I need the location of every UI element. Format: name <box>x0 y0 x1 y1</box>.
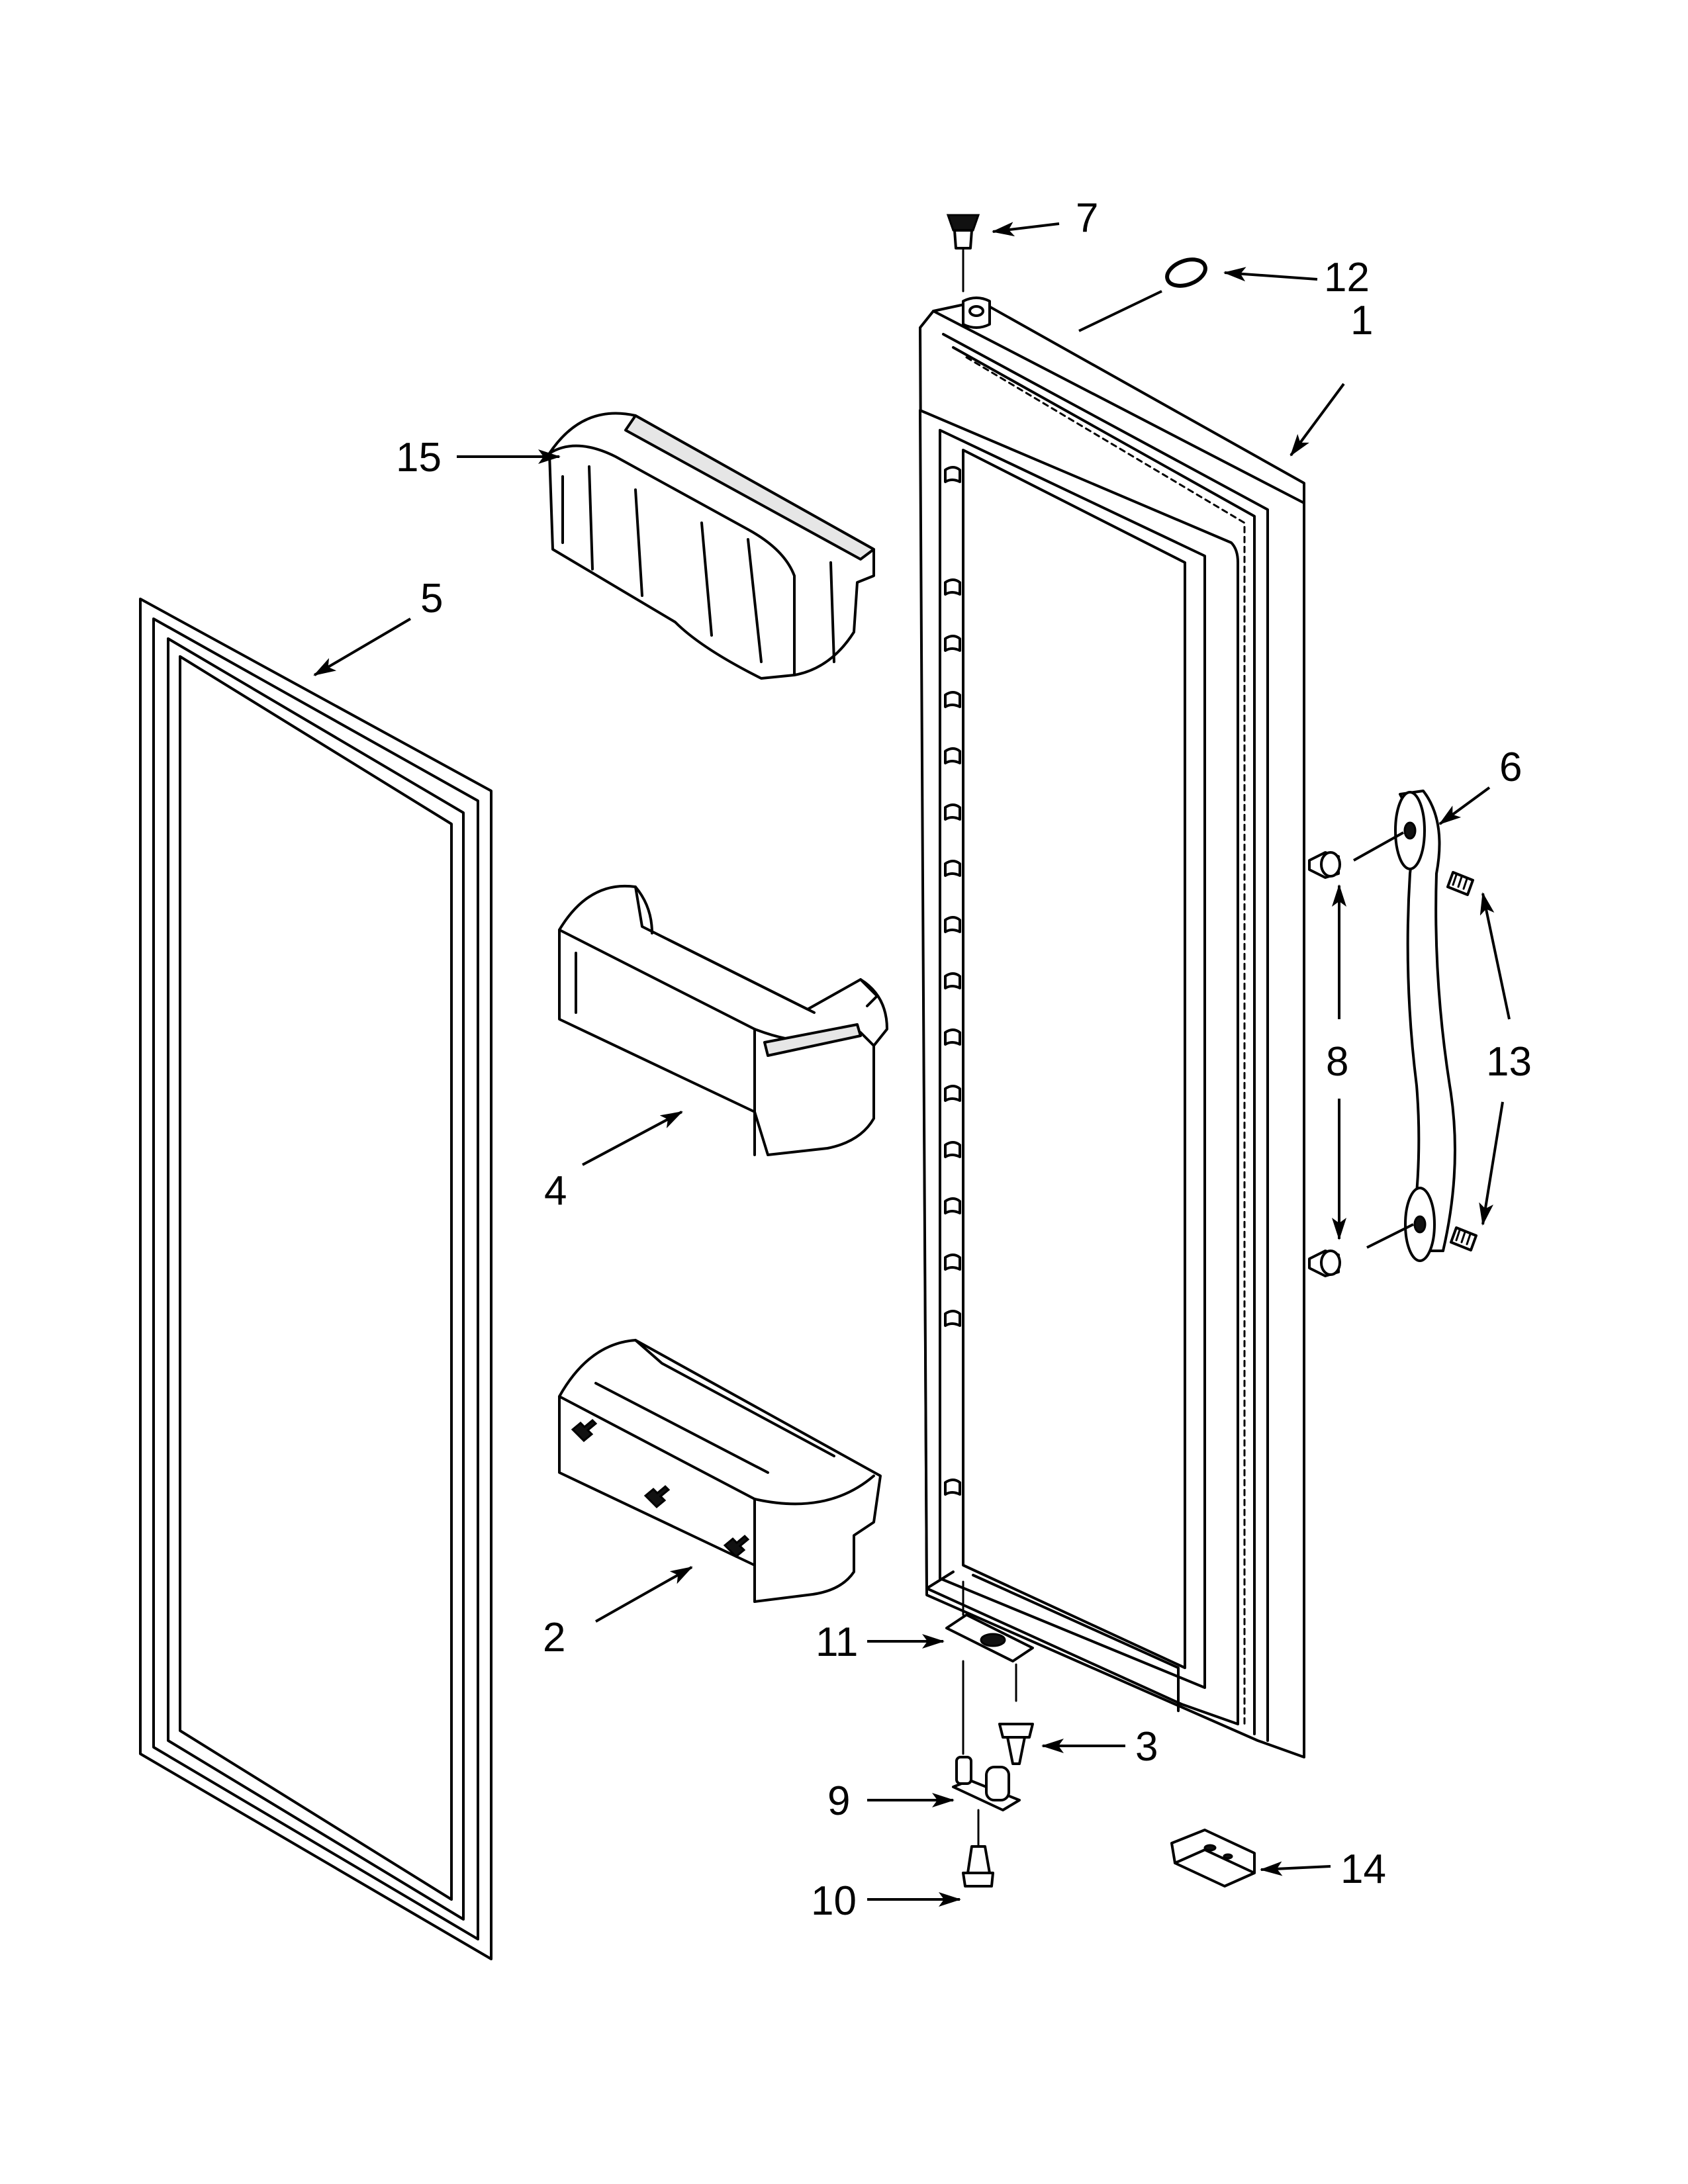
screw-3 <box>998 1723 1034 1765</box>
callout-10: 10 <box>811 1878 857 1924</box>
callout-9: 9 <box>827 1778 850 1824</box>
callout-3: 3 <box>1135 1724 1158 1770</box>
callout-14: 14 <box>1340 1846 1386 1892</box>
callout-5: 5 <box>420 576 443 621</box>
hinge-screw <box>962 1845 994 1888</box>
o-ring <box>1165 257 1207 288</box>
callout-11: 11 <box>816 1619 858 1665</box>
door-assembly <box>919 296 1305 1758</box>
lower-door-bin <box>558 1339 882 1603</box>
door-handle <box>1394 790 1456 1262</box>
hinge-plate <box>945 1580 1034 1755</box>
shelf-clips <box>944 466 961 1496</box>
callout-8: 8 <box>1326 1039 1348 1085</box>
callout-7: 7 <box>1076 195 1098 241</box>
handle-studs <box>1308 851 1341 1277</box>
hinge-bushing <box>946 214 980 293</box>
callout-12: 12 <box>1324 255 1370 300</box>
upper-dairy-bin <box>548 412 875 680</box>
callout-15: 15 <box>396 435 442 480</box>
hinge-cover <box>1170 1829 1256 1888</box>
callout-2: 2 <box>543 1615 565 1661</box>
set-screws <box>1446 871 1477 1251</box>
middle-door-bin <box>558 884 888 1156</box>
leader-lines <box>313 222 1511 1907</box>
callout-1: 1 <box>1350 298 1373 343</box>
door-gasket <box>139 598 492 1960</box>
callout-6: 6 <box>1499 745 1522 790</box>
callout-4: 4 <box>544 1168 567 1214</box>
callout-13: 13 <box>1486 1039 1532 1085</box>
bottom-hinge <box>952 1756 1021 1848</box>
